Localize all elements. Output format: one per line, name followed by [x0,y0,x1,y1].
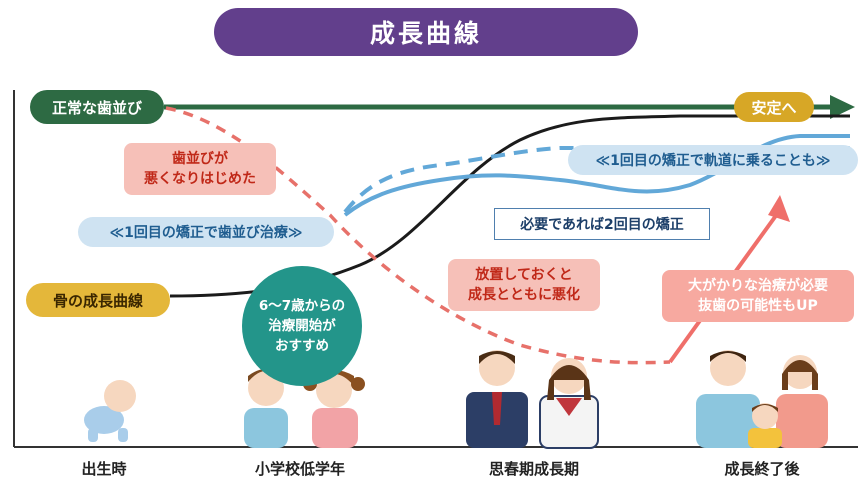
first-treatment-label: ≪1回目の矯正で歯並び治療≫ [78,217,334,247]
recommend-line-2: 治療開始が [268,318,336,334]
getting-worse-line-1: 歯並びが [172,151,228,167]
normal-teeth-arrowhead [830,95,855,119]
teenager-figures [466,350,599,449]
major-treatment-line-1: 大がかりな治療が必要 [688,278,828,294]
x-label-puberty: 思春期成長期 [488,460,580,478]
treatment-dashed-curve [343,146,850,214]
on-track-label: ≪1回目の矯正で軌道に乗ることも≫ [568,145,858,175]
baby-figure [84,380,136,442]
bone-growth-label: 骨の成長曲線 [26,283,170,317]
second-treatment-label: 必要であれば2回目の矯正 [494,208,710,240]
major-treatment-line-2: 抜歯の可能性もUP [698,298,818,314]
family-figures [696,350,828,448]
leave-alone-callout: 放置しておくと 成長とともに悪化 [448,259,600,311]
getting-worse-line-2: 悪くなりはじめた [144,171,256,187]
page-title: 成長曲線 [214,8,638,56]
getting-worse-callout: 歯並びが 悪くなりはじめた [124,143,276,195]
x-label-adult: 成長終了後 [724,460,800,478]
recommend-line-1: 6〜7歳からの [258,298,346,314]
major-treatment-callout: 大がかりな治療が必要 抜歯の可能性もUP [662,270,854,322]
leave-alone-line-1: 放置しておくと [475,267,573,283]
normal-teeth-label: 正常な歯並び [30,90,164,124]
recommendation-circle: 6〜7歳からの 治療開始が おすすめ [242,266,362,386]
x-label-birth: 出生時 [81,460,127,478]
x-label-elementary: 小学校低学年 [254,460,346,478]
leave-alone-line-2: 成長とともに悪化 [468,287,580,303]
recommend-line-3: おすすめ [275,338,329,354]
recovery-arrowhead [768,195,790,222]
stable-label: 安定へ [734,92,814,122]
